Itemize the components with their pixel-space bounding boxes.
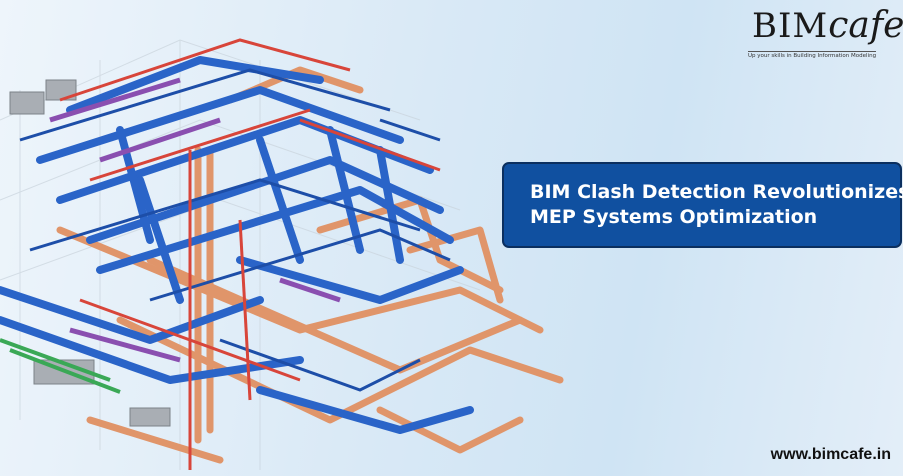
purple-pipes [49, 77, 341, 363]
headline-line-2: MEP Systems Optimization [530, 206, 818, 228]
headline-line-1: BIM Clash Detection Revolutionizes [530, 181, 903, 203]
headline-banner: BIM Clash Detection Revolutionizes MEP S… [502, 162, 903, 248]
blue-ducts [0, 56, 474, 434]
logo-wordmark: BIMcafe [752, 8, 903, 44]
bimcafe-logo: BIMcafe Up your skills in Building Infor… [748, 8, 903, 64]
orange-pipes [56, 66, 564, 464]
red-pipes [59, 38, 441, 470]
logo-tagline: Up your skills in Building Information M… [748, 51, 877, 59]
logo-bim-text: BIM [752, 6, 829, 46]
website-url: www.bimcafe.in [770, 446, 891, 463]
blue-ducts-thin [19, 68, 451, 392]
green-pipes [0, 338, 121, 394]
building-wireframe [0, 39, 481, 470]
logo-cafe-text: cafe [828, 5, 903, 46]
